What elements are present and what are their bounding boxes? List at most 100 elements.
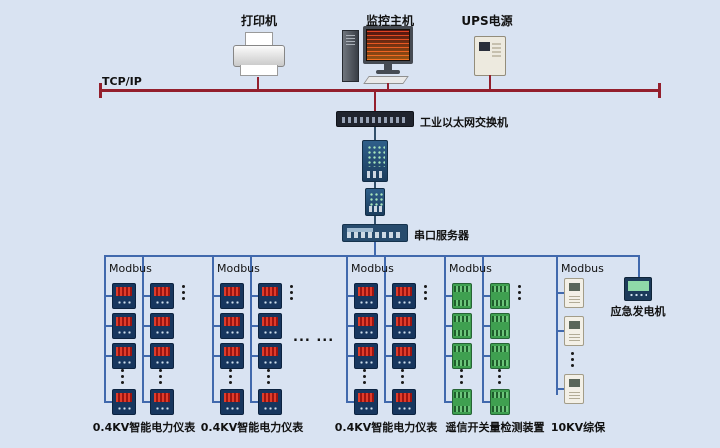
ups-device: [474, 36, 506, 76]
protection-device: [564, 278, 584, 308]
ellipsis-vertical-icon: [159, 369, 162, 372]
emergency-generator-label: 应急发电机: [610, 305, 666, 318]
connector-stub: [446, 295, 452, 297]
connector-stub: [386, 325, 392, 327]
power-meter-device: [258, 389, 282, 415]
connector-stub: [386, 401, 392, 403]
monitor-base: [376, 70, 400, 74]
io-module-device: [490, 313, 510, 339]
connector-stub: [386, 295, 392, 297]
io-module-device: [452, 343, 472, 369]
io-module-device: [452, 283, 472, 309]
host-drop-line: [387, 83, 389, 90]
modbus-group-3: Modbus: [346, 255, 446, 435]
power-meter-device: [220, 343, 244, 369]
power-meter-device: [392, 283, 416, 309]
io-module-device: [452, 313, 472, 339]
connector-stub: [144, 325, 150, 327]
power-meter-device: [112, 283, 136, 309]
modbus-group-2: Modbus: [212, 255, 312, 435]
connector-stub: [144, 295, 150, 297]
ellipsis-vertical-icon: [498, 369, 501, 372]
connector-stub: [214, 355, 220, 357]
power-meter-device: [392, 313, 416, 339]
tcp-bus-line: [100, 89, 660, 92]
group-2-label: 0.4KV智能电力仪表: [200, 421, 304, 434]
modbus-drop-line: [556, 255, 558, 395]
group-3-label: 0.4KV智能电力仪表: [334, 421, 438, 434]
ellipsis-vertical-icon: [182, 285, 185, 288]
connector-stub: [106, 295, 112, 297]
connector-stub: [446, 401, 452, 403]
connector-stub: [348, 401, 354, 403]
group-1-label: 0.4KV智能电力仪表: [92, 421, 196, 434]
ellipsis-vertical-icon: [518, 285, 521, 288]
io-module-device: [490, 343, 510, 369]
connector-stub: [386, 355, 392, 357]
power-meter-device: [112, 343, 136, 369]
modbus-label: Modbus: [351, 262, 394, 275]
power-meter-device: [354, 343, 378, 369]
connector-stub: [252, 295, 258, 297]
ellipsis-horizontal: ... ...: [293, 330, 335, 345]
modbus-drop-line: [444, 255, 446, 403]
power-meter-device: [354, 313, 378, 339]
modbus-drop-line: [482, 255, 484, 403]
power-meter-device: [354, 283, 378, 309]
connector-stub: [348, 325, 354, 327]
connector-stub: [348, 295, 354, 297]
generator-drop-line: [638, 257, 640, 277]
connector-stub: [558, 388, 564, 390]
connector-stub: [484, 401, 490, 403]
connector-stub: [252, 325, 258, 327]
tcp-ip-label: TCP/IP: [102, 75, 142, 88]
power-meter-device: [150, 283, 174, 309]
serial-server-label: 串口服务器: [414, 229, 469, 242]
connector-stub: [484, 325, 490, 327]
ups-label: UPS电源: [461, 14, 513, 28]
connector-stub: [106, 355, 112, 357]
ellipsis-vertical-icon: [290, 285, 293, 288]
ethernet-switch-label: 工业以太网交换机: [420, 116, 508, 129]
protection-device: [564, 316, 584, 346]
printer-drop-line: [257, 77, 259, 90]
computer-tower: [342, 30, 359, 82]
ethernet-switch-device: [336, 111, 414, 127]
connector-stub: [446, 355, 452, 357]
ellipsis-vertical-icon: [363, 369, 366, 372]
power-meter-device: [150, 313, 174, 339]
tcp-bus-right-cap: [658, 83, 661, 98]
connector-stub: [558, 292, 564, 294]
ellipsis-vertical-icon: [571, 352, 574, 355]
converter-link-line: [374, 182, 376, 188]
modbus-bus-line: [104, 255, 640, 257]
printer-label: 打印机: [240, 14, 277, 28]
ellipsis-vertical-icon: [424, 285, 427, 288]
modbus-group-5: Modbus: [556, 255, 656, 435]
connector-stub: [106, 401, 112, 403]
serial-server-device: [342, 224, 408, 242]
modbus-label: Modbus: [449, 262, 492, 275]
modbus-drop-line: [142, 255, 144, 403]
connector-stub: [144, 401, 150, 403]
modbus-label: Modbus: [561, 262, 604, 275]
ellipsis-vertical-icon: [121, 369, 124, 372]
ellipsis-vertical-icon: [267, 369, 270, 372]
power-meter-device: [258, 313, 282, 339]
connector-stub: [214, 325, 220, 327]
ups-drop-line: [489, 75, 491, 90]
printer-device: [233, 32, 285, 78]
connector-stub: [106, 325, 112, 327]
printer-tray: [240, 65, 278, 76]
connector-stub: [214, 401, 220, 403]
host-label: 监控主机: [365, 14, 414, 28]
ellipsis-vertical-icon: [401, 369, 404, 372]
emergency-generator-device: [624, 277, 652, 301]
connector-stub: [348, 355, 354, 357]
modbus-label: Modbus: [217, 262, 260, 275]
modbus-drop-line: [384, 255, 386, 403]
power-meter-device: [354, 389, 378, 415]
group-5-label: 10KV综保: [550, 421, 606, 434]
connector-stub: [484, 295, 490, 297]
